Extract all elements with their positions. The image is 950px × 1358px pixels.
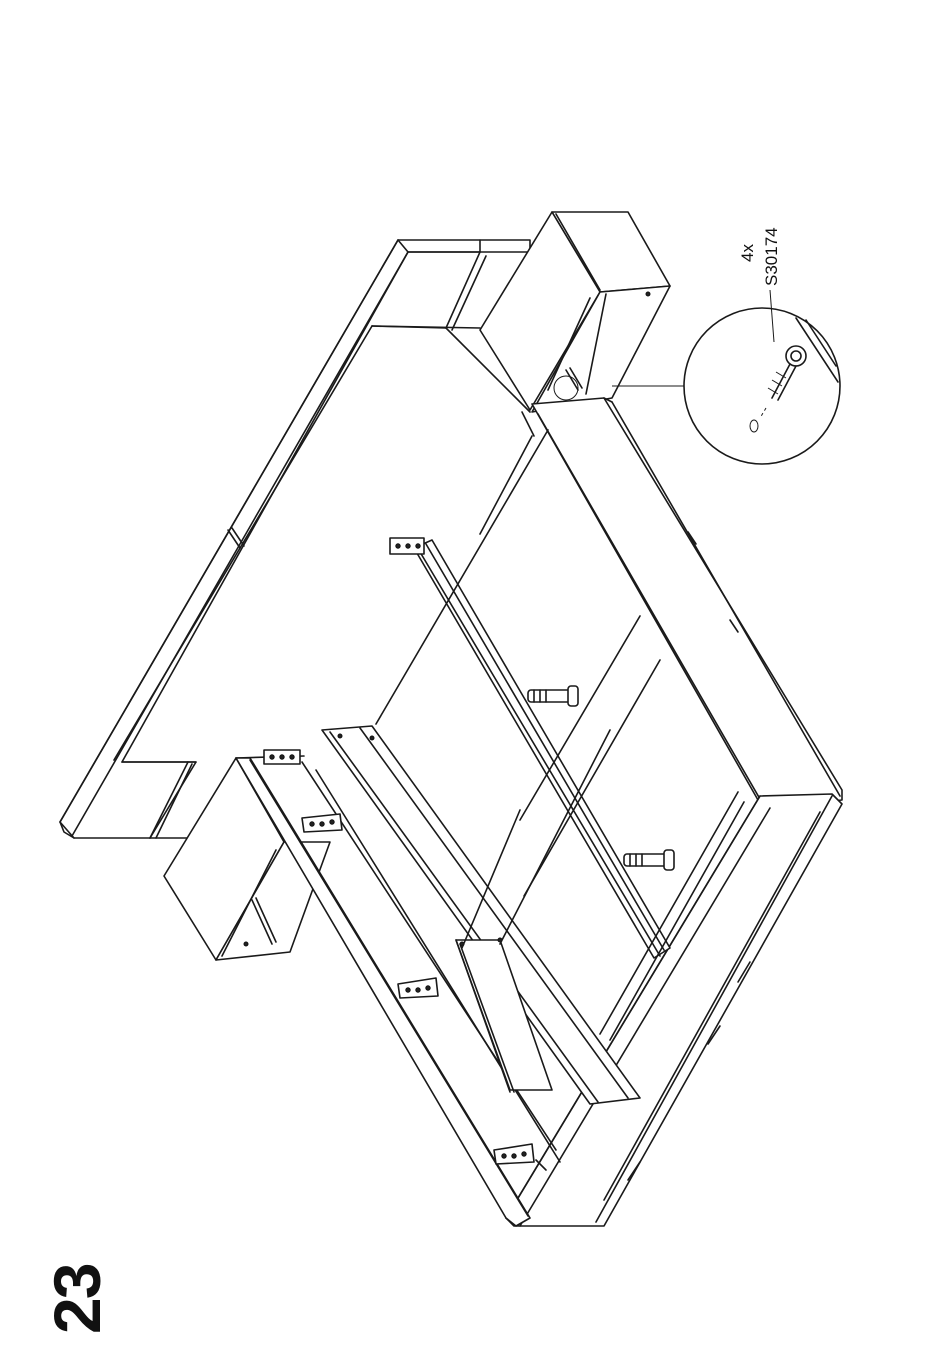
part-quantity: 4x bbox=[738, 244, 758, 262]
part-code: S30174 bbox=[762, 227, 782, 286]
step-number: 23 bbox=[44, 1265, 110, 1334]
hinge bbox=[302, 814, 342, 832]
support-leg bbox=[528, 686, 578, 706]
headboard-rail bbox=[60, 240, 530, 838]
hinge bbox=[398, 978, 438, 998]
front-slat bbox=[322, 726, 640, 1104]
support-leg bbox=[624, 850, 674, 870]
hinge bbox=[264, 750, 300, 764]
hinge bbox=[390, 538, 424, 554]
